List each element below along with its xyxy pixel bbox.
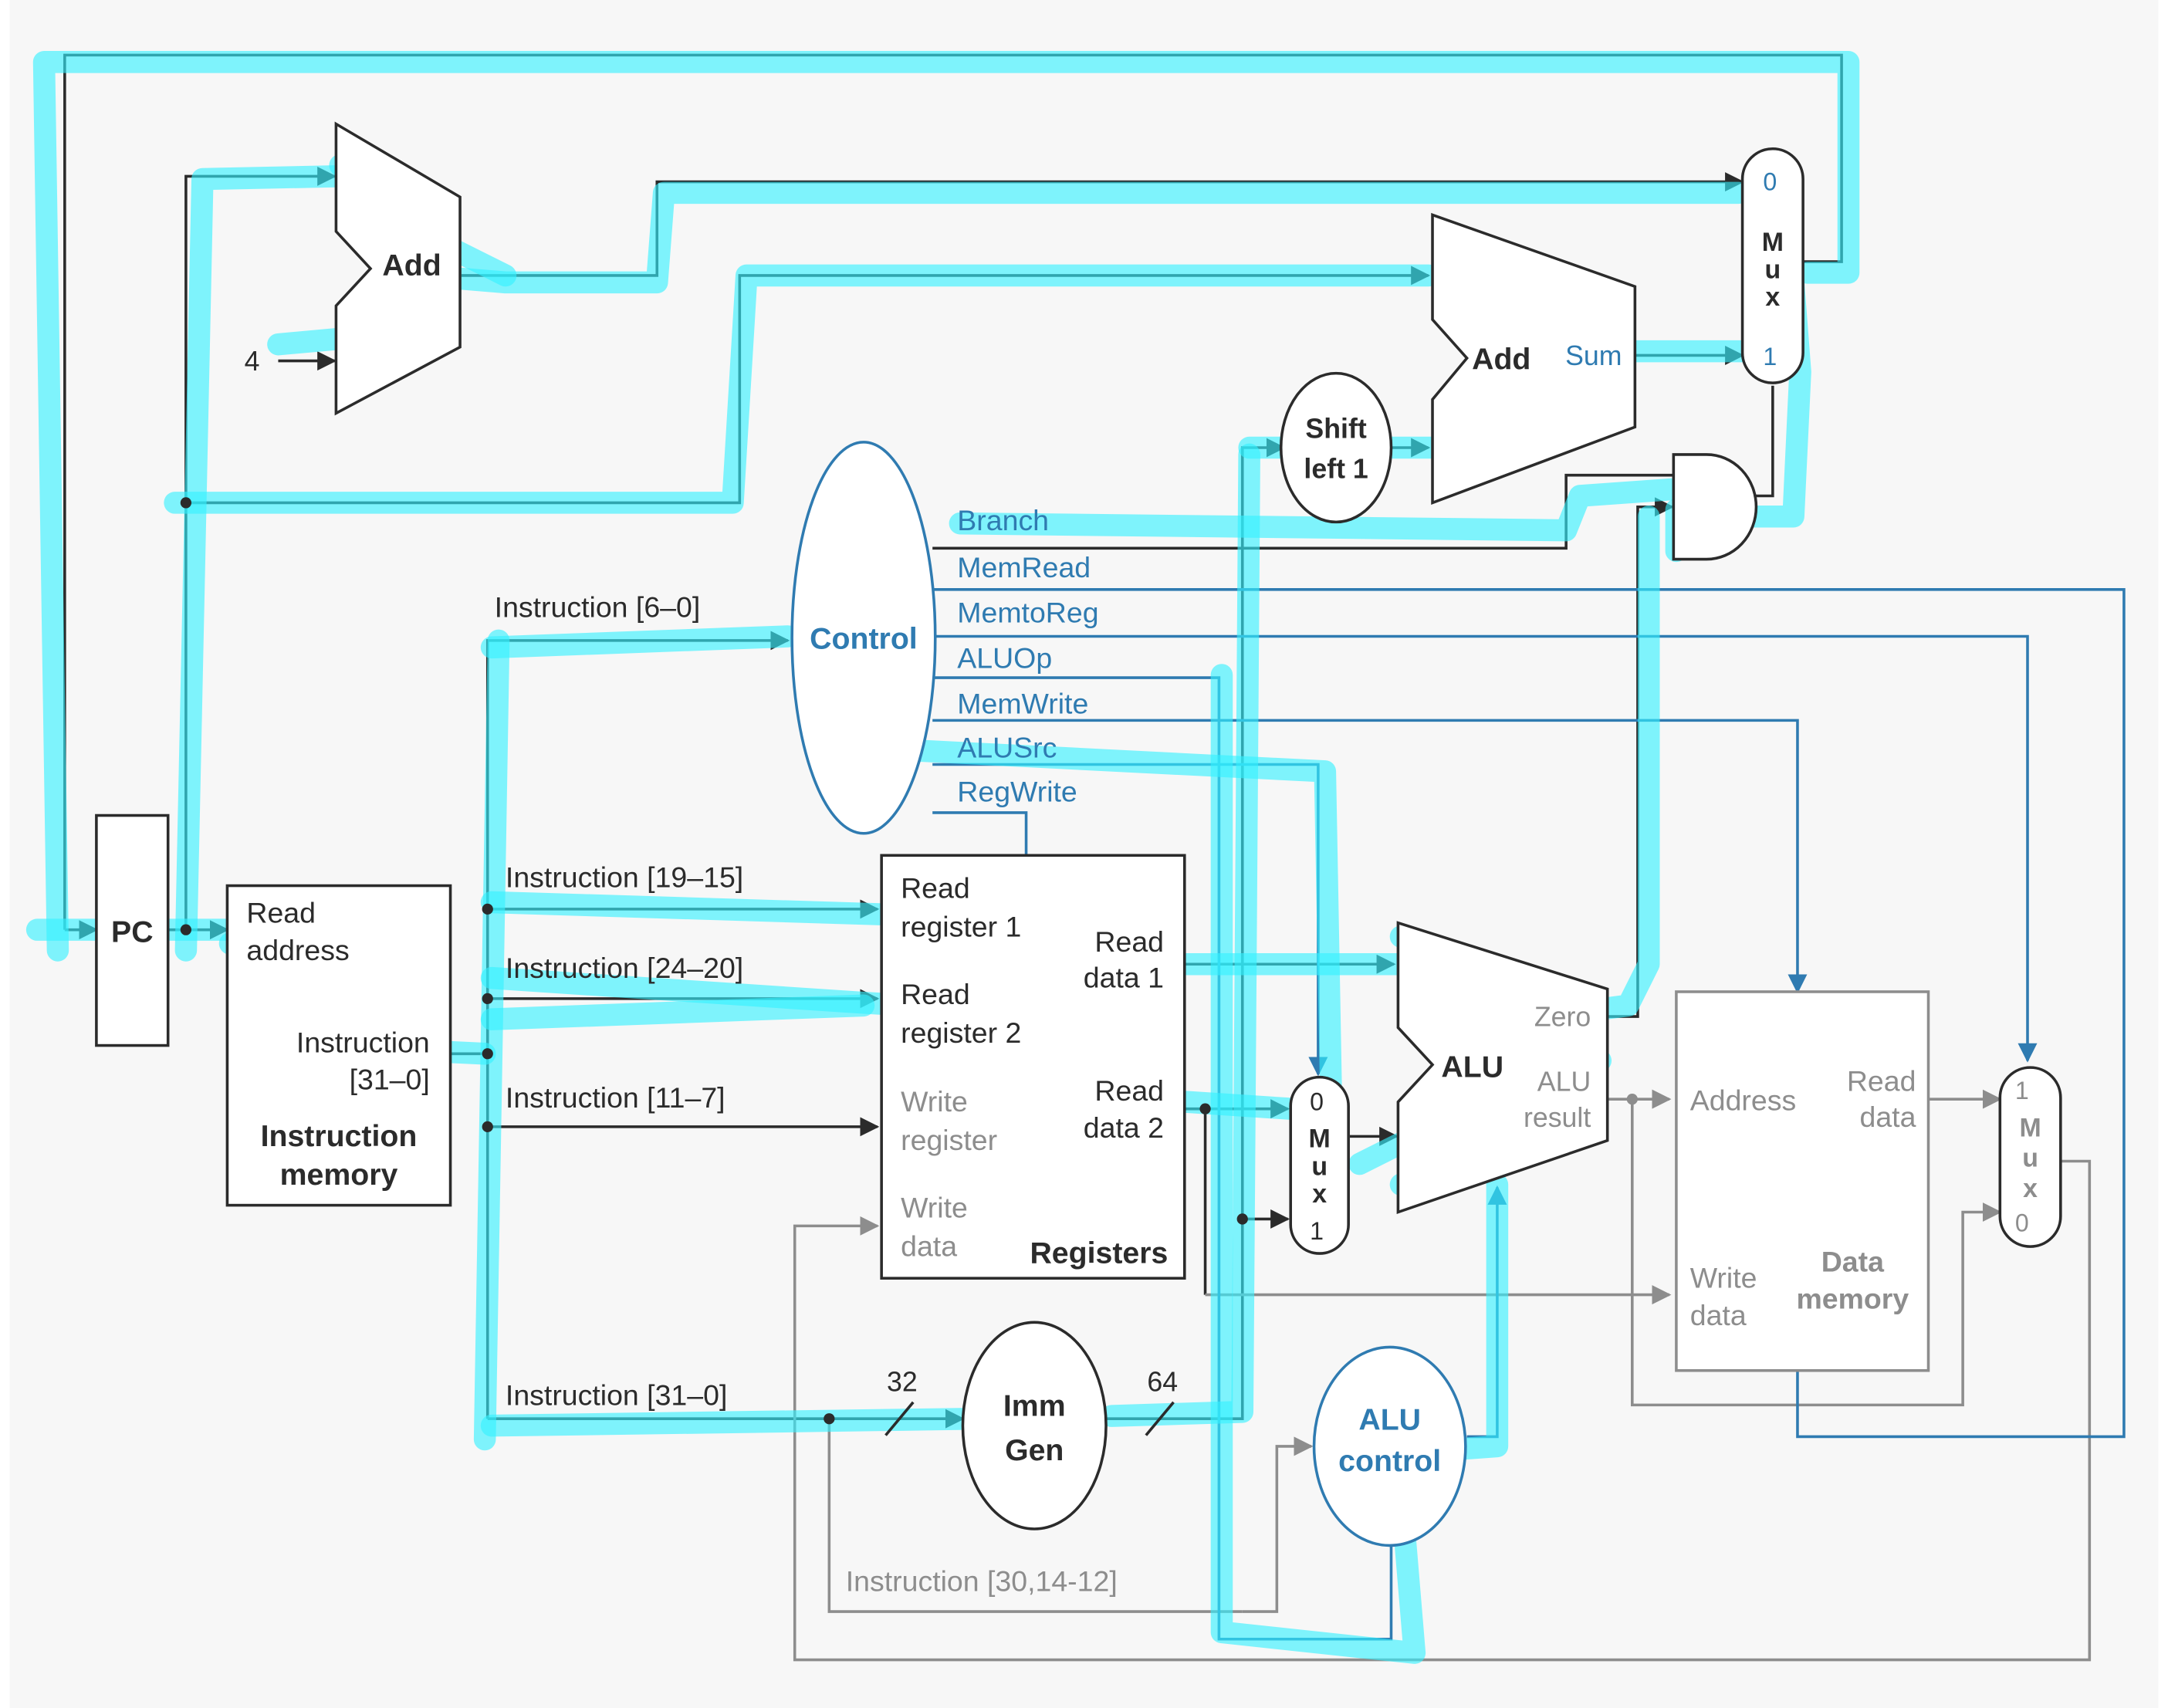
alusrc-mux: 0 M u x 1 bbox=[1289, 1075, 1350, 1255]
signal-regwrite: RegWrite bbox=[957, 776, 1077, 808]
reg-read2-line2: register 2 bbox=[901, 1016, 1021, 1049]
pc-register: PC bbox=[95, 813, 170, 1047]
alu-result-line2: result bbox=[1524, 1102, 1591, 1133]
reg-read2-line1: Read bbox=[901, 978, 970, 1010]
bus-width-out: 64 bbox=[1147, 1367, 1178, 1398]
reg-readdata1-line1: Read bbox=[1094, 925, 1164, 958]
alu: ALU Zero ALU result bbox=[1396, 921, 1609, 1215]
reg-readdata1-line2: data 1 bbox=[1084, 962, 1164, 994]
pc-mux: 0 M u x 1 bbox=[1740, 147, 1804, 384]
control-unit: Control bbox=[790, 441, 937, 835]
shift-left-unit: Shift left 1 bbox=[1279, 371, 1393, 524]
pc-adder-label: Add bbox=[382, 249, 441, 282]
imem-instruction-label: Instruction bbox=[296, 1026, 430, 1058]
imem-address-label: address bbox=[246, 934, 349, 966]
constant-four: 4 bbox=[245, 346, 260, 377]
signal-aluop: ALUOp bbox=[957, 642, 1052, 675]
dmem-readdata-line2: data bbox=[1860, 1101, 1916, 1133]
dmem-address-label: Address bbox=[1690, 1084, 1796, 1116]
imm-gen: Imm Gen bbox=[961, 1321, 1108, 1530]
pc-mux-letter-u: u bbox=[1764, 255, 1781, 285]
pc-mux-letter-m: M bbox=[1762, 228, 1784, 257]
dmem-writedata-line1: Write bbox=[1690, 1262, 1757, 1294]
bus-width-marks bbox=[884, 1401, 1175, 1436]
pc-mux-input1: 1 bbox=[1763, 343, 1777, 370]
reg-write-reg-line1: Write bbox=[901, 1085, 968, 1118]
imem-title-line1: Instruction bbox=[261, 1119, 418, 1153]
wb-mux-letter-u: u bbox=[2022, 1144, 2038, 1173]
bus-width-in: 32 bbox=[887, 1367, 918, 1398]
pc-mux-input0: 0 bbox=[1763, 167, 1777, 195]
alusrc-mux-input1: 1 bbox=[1310, 1217, 1324, 1245]
reg-write-reg-line2: register bbox=[901, 1124, 997, 1156]
pc-adder: Add bbox=[334, 121, 462, 416]
sum-label: Sum bbox=[1565, 340, 1622, 371]
instr-rs2-label: Instruction [24–20] bbox=[506, 952, 743, 984]
reg-read1-line2: register 1 bbox=[901, 911, 1021, 943]
branch-and-gate bbox=[1672, 453, 1758, 561]
signal-branch: Branch bbox=[957, 504, 1049, 536]
dmem-title-line1: Data bbox=[1821, 1245, 1885, 1277]
imm-gen-line2: Gen bbox=[1005, 1433, 1064, 1467]
alu-control-unit: ALU control bbox=[1312, 1345, 1467, 1547]
instr-imm-label: Instruction [31–0] bbox=[506, 1378, 727, 1411]
reg-readdata2-line1: Read bbox=[1094, 1074, 1164, 1107]
signal-memread: MemRead bbox=[957, 551, 1091, 583]
instr-rd-label: Instruction [11–7] bbox=[506, 1081, 725, 1114]
signal-alusrc: ALUSrc bbox=[957, 732, 1057, 764]
data-memory: Address Read data Write data Data memory bbox=[1675, 990, 1930, 1372]
branch-adder: Add Sum bbox=[1431, 212, 1637, 505]
imem-title-line2: memory bbox=[280, 1158, 398, 1192]
imm-gen-line1: Imm bbox=[1003, 1389, 1066, 1423]
alu-control-line1: ALU bbox=[1358, 1402, 1421, 1436]
gray-wires bbox=[793, 1089, 2092, 1662]
reg-read1-line1: Read bbox=[901, 872, 970, 905]
imem-read-label: Read bbox=[246, 897, 316, 929]
instruction-memory: Read address Instruction [31–0] Instruct… bbox=[225, 884, 452, 1207]
registers-title: Registers bbox=[1030, 1236, 1168, 1270]
wb-mux-input1: 1 bbox=[2015, 1077, 2029, 1104]
wb-mux-input0: 0 bbox=[2015, 1209, 2029, 1237]
instruction-field-labels: Instruction [6–0] Instruction [19–15] In… bbox=[495, 591, 1118, 1598]
dmem-title-line2: memory bbox=[1796, 1282, 1909, 1314]
instr-opcode-label: Instruction [6–0] bbox=[495, 591, 701, 624]
instr-rs1-label: Instruction [19–15] bbox=[506, 861, 743, 893]
reg-write-data-line2: data bbox=[901, 1230, 957, 1263]
alusrc-mux-input0: 0 bbox=[1310, 1087, 1324, 1115]
writeback-mux: 1 M u x 0 bbox=[1998, 1066, 2062, 1248]
signal-memwrite: MemWrite bbox=[957, 687, 1088, 719]
shift-label-line2: left 1 bbox=[1304, 453, 1368, 484]
alusrc-mux-letter-x: x bbox=[1312, 1179, 1327, 1209]
instr-funct-label: Instruction [30,14-12] bbox=[846, 1564, 1118, 1597]
alu-zero-label: Zero bbox=[1534, 1002, 1591, 1033]
pc-label: PC bbox=[111, 915, 154, 949]
signal-memtoreg: MemtoReg bbox=[957, 597, 1098, 629]
control-signal-labels: Branch MemRead MemtoReg ALUOp MemWrite A… bbox=[957, 504, 1098, 808]
branch-adder-label: Add bbox=[1472, 342, 1530, 376]
reg-readdata2-line2: data 2 bbox=[1084, 1111, 1164, 1144]
dmem-readdata-line1: Read bbox=[1847, 1064, 1916, 1097]
reg-write-data-line1: Write bbox=[901, 1192, 968, 1224]
wb-mux-letter-x: x bbox=[2023, 1174, 2038, 1203]
alu-label: ALU bbox=[1441, 1050, 1503, 1084]
imem-bits-label: [31–0] bbox=[350, 1064, 430, 1096]
pc-mux-letter-x: x bbox=[1765, 282, 1780, 312]
register-file: Read register 1 Read register 2 Write re… bbox=[880, 854, 1186, 1280]
alu-result-line1: ALU bbox=[1537, 1066, 1591, 1097]
junction-dots bbox=[180, 497, 1638, 1425]
wb-mux-letter-m: M bbox=[2019, 1113, 2041, 1142]
alusrc-mux-letter-u: u bbox=[1311, 1152, 1328, 1181]
alusrc-mux-letter-m: M bbox=[1309, 1125, 1331, 1154]
dmem-writedata-line2: data bbox=[1690, 1299, 1747, 1331]
shift-label-line1: Shift bbox=[1305, 414, 1366, 445]
control-label: Control bbox=[810, 622, 918, 656]
alu-control-line2: control bbox=[1338, 1444, 1441, 1478]
